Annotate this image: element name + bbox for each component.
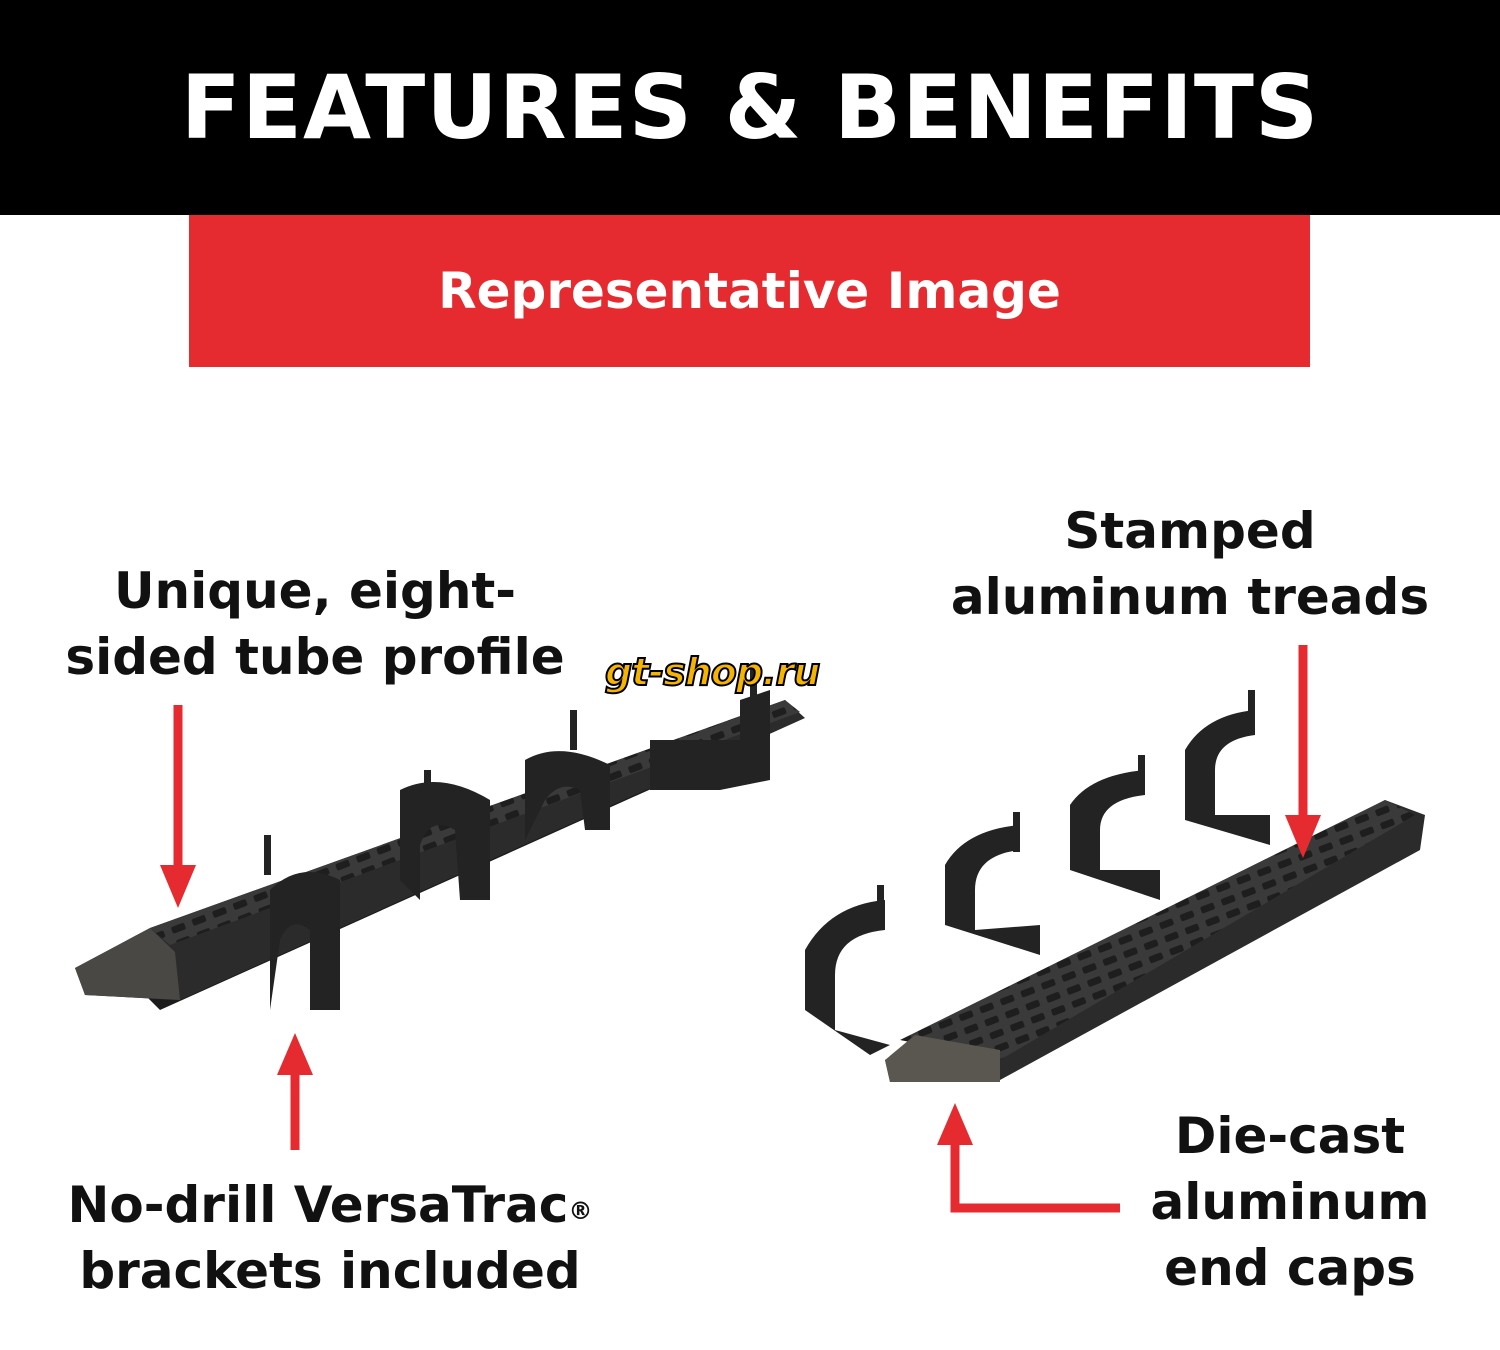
callout-line: No-drill VersaTrac® (40, 1172, 620, 1238)
callout-line: end caps (1164, 1239, 1416, 1297)
right-running-board (805, 690, 1425, 1082)
callout-line: aluminum treads (950, 568, 1430, 626)
left-running-board (75, 665, 805, 1010)
watermark-logo: gt-shop.ru (604, 649, 821, 695)
header-bar: FEATURES & BENEFITS (0, 0, 1500, 215)
callout-text: No-drill VersaTrac (67, 1176, 569, 1234)
callout-line: Stamped (1064, 502, 1316, 560)
representative-banner: Representative Image (189, 215, 1310, 367)
callout-tube-profile: Unique, eight- sided tube profile (40, 558, 590, 690)
banner-text: Representative Image (438, 262, 1061, 320)
callout-line: aluminum (1150, 1173, 1430, 1231)
callout-line: Unique, eight- (113, 562, 517, 620)
callout-brackets: No-drill VersaTrac® brackets included (40, 1172, 620, 1304)
page-title: FEATURES & BENEFITS (180, 56, 1320, 159)
callout-end-caps: Die-cast aluminum end caps (1130, 1103, 1450, 1301)
callout-line: Die-cast (1174, 1107, 1406, 1165)
callout-arrows (173, 645, 1308, 1213)
callout-treads: Stamped aluminum treads (930, 498, 1450, 630)
callout-line: sided tube profile (65, 628, 565, 686)
callout-line: brackets included (79, 1242, 581, 1300)
registered-mark: ® (568, 1197, 593, 1225)
arrow-end-caps (950, 1140, 1120, 1213)
